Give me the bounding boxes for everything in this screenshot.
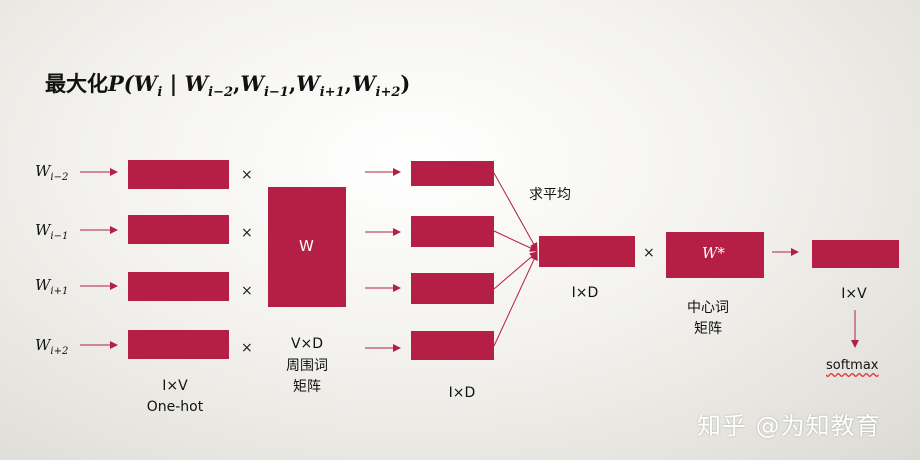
embedding-box-1 [411,161,494,186]
onehot-dim-label: I×V [162,378,188,394]
input-label-i-plus-2: Wi+2 [35,336,69,357]
arrow-merge-1 [493,172,538,251]
center-matrix-label: W* [702,244,725,262]
times-symbol: × [241,283,253,299]
embed-dim-label: I×D [448,385,476,401]
times-symbol: × [643,245,655,261]
vd-name-line1: 周围词 [286,358,328,374]
onehot-box-3 [128,272,229,301]
softmax-label: softmax [826,358,879,373]
embedding-box-2 [411,216,494,247]
times-symbol: × [241,167,253,183]
average-label: 求平均 [529,187,571,203]
watermark: 知乎 @为知教育 [697,412,881,440]
arrow-merge-3 [493,251,538,290]
context-matrix-label: W [299,237,314,255]
onehot-label: One-hot [146,399,204,415]
vd-name-line2: 矩阵 [293,379,321,395]
input-label-i-minus-1: Wi−1 [35,221,69,242]
onehot-box-2 [128,215,229,244]
onehot-box-1 [128,160,229,189]
center-matrix-wstar [666,232,764,278]
embedding-box-4 [411,331,494,360]
context-matrix-w [268,187,346,307]
input-label-i-minus-2: Wi−2 [35,162,69,183]
center-name-line1: 中心词 [687,300,729,316]
center-name-line2: 矩阵 [694,321,722,337]
onehot-box-4 [128,330,229,359]
vd-dim-label: V×D [290,336,324,352]
diagram-title: 最大化P(Wi | Wi−2,Wi−1,Wi+1,Wi+2) [45,71,411,101]
averaged-vector-box [539,236,635,267]
times-symbol: × [241,340,253,356]
output-vector-box [812,240,899,268]
embedding-box-3 [411,273,494,304]
input-label-i-plus-1: Wi+1 [35,276,69,297]
output-dim-label: I×V [841,286,867,302]
times-symbol: × [241,225,253,241]
arrow-merge-2 [493,230,538,252]
avg-dim-label: I×D [571,285,599,301]
arrow-merge-4 [493,252,538,347]
